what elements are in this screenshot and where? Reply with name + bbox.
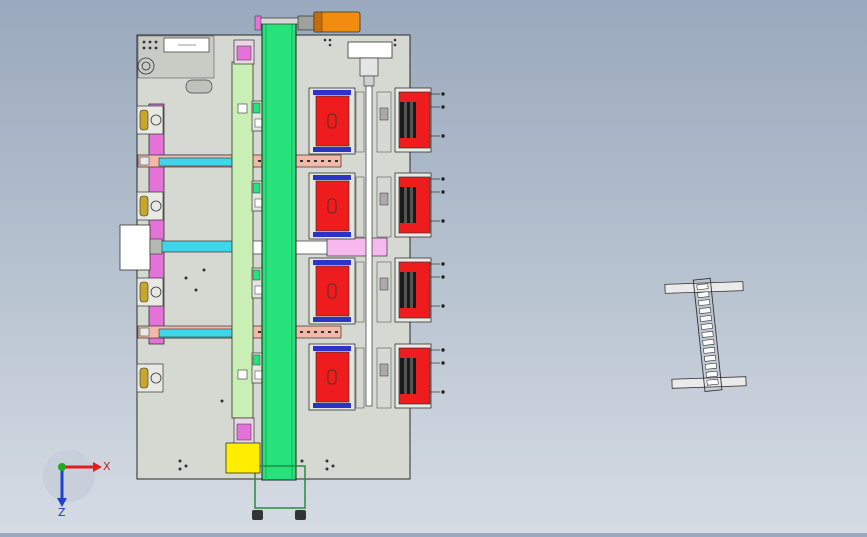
conveyor-belt [261,21,297,481]
vertical-rail [231,61,254,419]
gripper-station [308,87,445,155]
rail-window-1 [237,103,248,114]
gripper-station [308,172,445,240]
plate-screws [178,38,397,471]
axis-x-label: X [103,460,111,473]
detached-ladder-part [664,277,747,393]
knob-icon [252,510,306,520]
sensor-unit [136,277,164,307]
vertical-shaft [365,85,373,407]
coordinate-triad-icon [43,450,102,507]
sensor-unit [136,191,164,221]
yellow-box [225,442,261,474]
conveyor-top-end [257,17,301,25]
sensor-column [136,105,164,393]
top-cylinder [347,41,393,87]
conveyor-top-pink [254,15,262,31]
panel-screws [142,40,158,50]
cyan-arm-lower-front [158,328,235,338]
rail-window-2 [237,369,248,380]
side-mount-box [119,224,151,271]
gripper-station [308,343,445,411]
sensor-unit [136,363,164,393]
axis-z-label: Z [58,506,66,519]
cyan-arm-upper-front [158,157,235,167]
sensor-unit [136,105,164,135]
bottom-frame [254,465,306,509]
pink-vertical-bar [148,103,165,345]
gripper-station [308,257,445,325]
rail-bottom-pink [236,423,252,441]
station-column [308,87,445,411]
rail-top-pink [236,45,252,61]
motor-icon [297,11,361,33]
push-rod-pink [326,237,388,257]
cyan-arm-middle [149,238,235,255]
